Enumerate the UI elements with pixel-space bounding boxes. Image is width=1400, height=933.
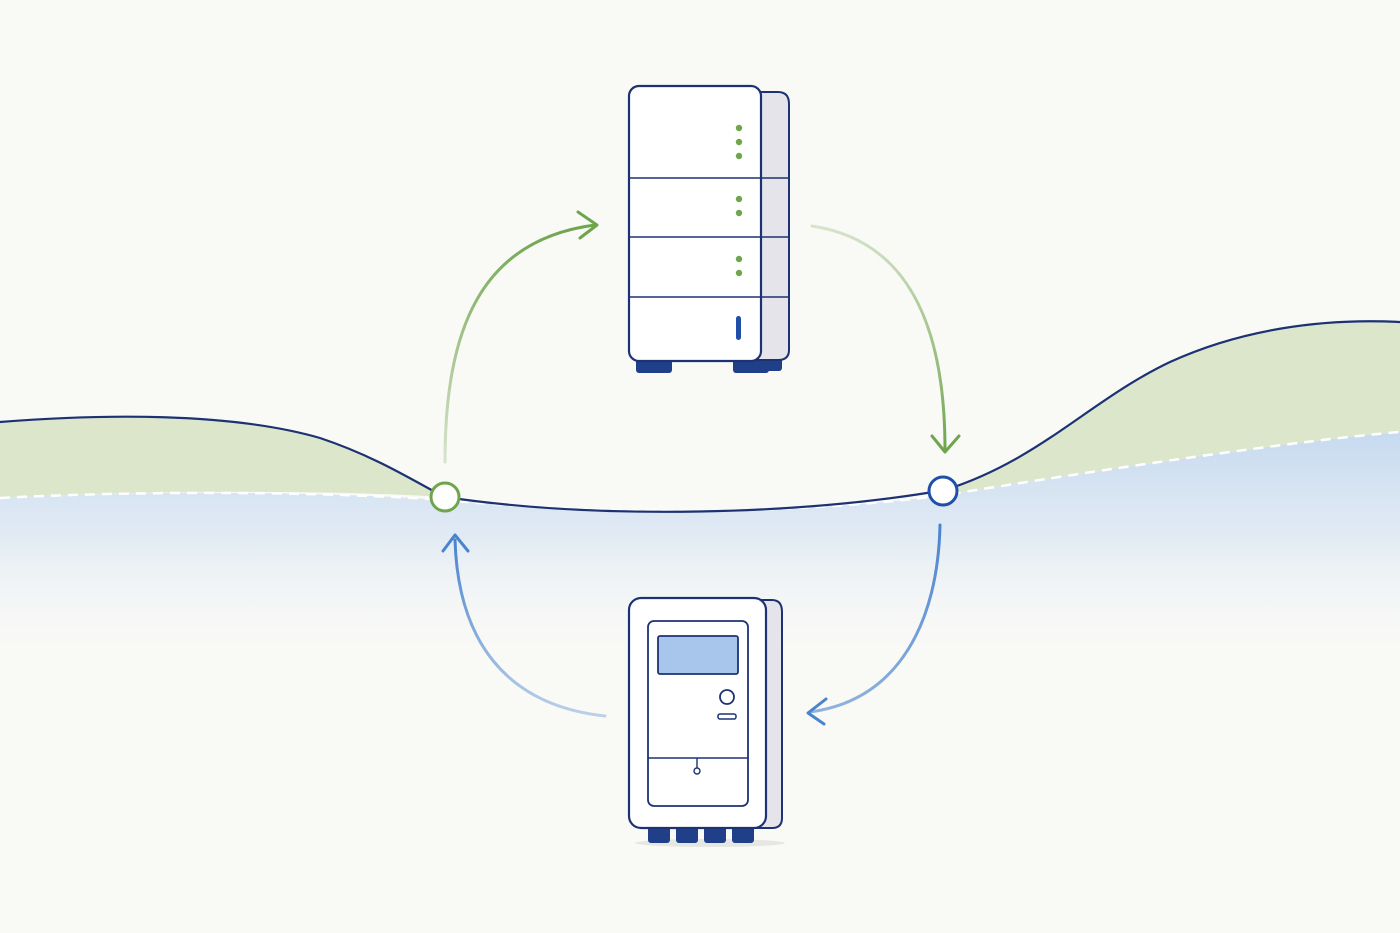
- arrow-up-green: [443, 223, 597, 464]
- arrow-up-blue-head: [441, 533, 470, 553]
- green-area-left: [0, 416, 445, 498]
- meter-slot: [717, 713, 737, 720]
- meter-display-screen: [657, 635, 739, 675]
- status-led: [735, 209, 743, 217]
- green-node-icon: [429, 481, 461, 513]
- status-led: [735, 138, 743, 146]
- status-led: [735, 255, 743, 263]
- arrow-up-blue: [453, 538, 607, 718]
- arrow-down-blue-head: [806, 697, 828, 726]
- green-area-right: [945, 321, 1400, 495]
- power-indicator-bar: [736, 316, 741, 340]
- status-led: [735, 152, 743, 160]
- meter-dial-icon: [719, 689, 735, 705]
- battery-front-panel: [627, 84, 763, 363]
- electric-meter-cabinet-icon: [627, 596, 785, 847]
- battery-storage-unit-icon: [627, 84, 790, 373]
- status-led: [735, 195, 743, 203]
- arrow-down-green: [810, 224, 947, 452]
- load-curve: [0, 320, 1400, 513]
- arrow-down-blue: [808, 523, 942, 714]
- blue-area-fill: [0, 432, 1400, 660]
- status-led: [735, 269, 743, 277]
- arrow-up-green-head: [576, 210, 599, 240]
- arrow-down-green-head: [930, 434, 961, 454]
- blue-node-icon: [927, 475, 959, 507]
- status-led: [735, 124, 743, 132]
- cabinet-latch-icon: [693, 767, 701, 775]
